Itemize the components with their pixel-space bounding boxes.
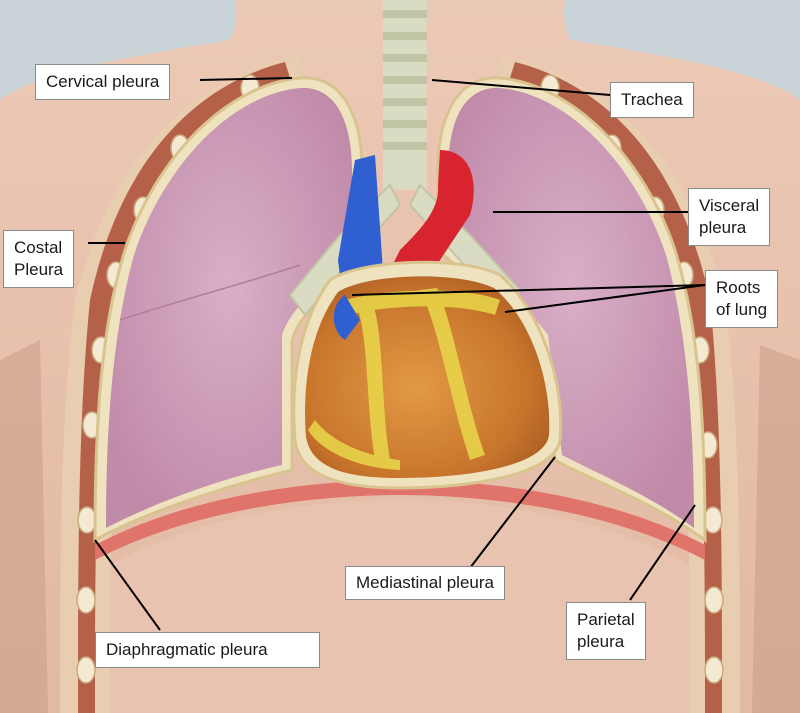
diaphragmatic-leader <box>94 539 161 631</box>
mediastinal-leader <box>469 456 556 569</box>
left-lung <box>106 87 352 529</box>
label-trachea: Trachea <box>610 82 694 118</box>
aortic-arch <box>380 150 474 294</box>
trachea-rings <box>383 0 427 190</box>
left-lung-fissure <box>119 264 301 321</box>
label-cervical-pleura: Cervical pleura <box>35 64 171 100</box>
diaphragm <box>95 480 705 560</box>
right-intercostal-muscle <box>510 62 722 713</box>
parietal-leader <box>629 504 696 601</box>
left-intercostal-muscle <box>78 62 290 713</box>
roots-leader-2 <box>504 284 706 313</box>
right-lung <box>448 87 694 529</box>
label-parietal-pleura: Parietal pleura <box>566 602 646 660</box>
trachea-leader <box>431 79 611 96</box>
label-roots-of-lung: Roots of lung <box>705 270 779 328</box>
cervical-leader <box>199 77 293 81</box>
label-costal-pleura: Costal Pleura <box>3 230 75 288</box>
label-diaphragmatic-pleura: Diaphragmatic pleura <box>95 632 320 668</box>
right-atrium-appendage <box>333 295 360 340</box>
left-arm-shadow <box>0 340 48 713</box>
label-mediastinal-pleura: Mediastinal pleura <box>345 566 505 600</box>
right-arm-shadow <box>752 345 800 713</box>
label-visceral-pleura: Visceral pleura <box>688 188 771 246</box>
roots-leader-1 <box>351 284 706 296</box>
coronary-fat <box>308 288 500 470</box>
